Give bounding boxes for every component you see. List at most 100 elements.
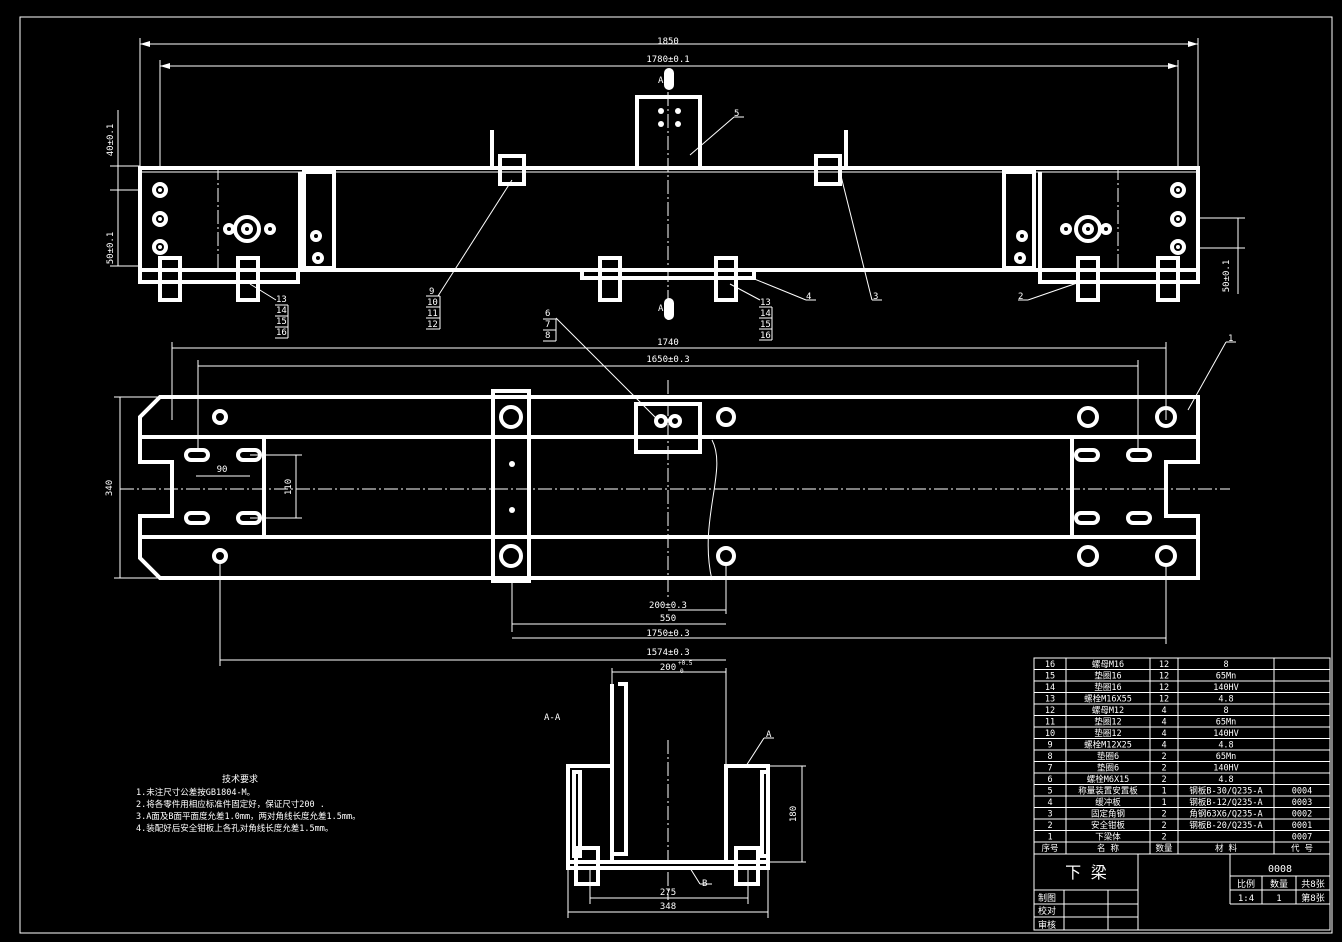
tech-notes-heading: 技术要求 (222, 773, 258, 785)
bom-cell-qty: 2 (1161, 833, 1166, 843)
bom-cell-name: 螺栓M12X25 (1084, 740, 1132, 751)
tech-notes: 技术要求 1.未注尺寸公差按GB1804-M。 2.将各零件用相应标准件固定好，… (136, 773, 361, 834)
bom-cell-mat: 钢板B-20/Q235-A (1189, 820, 1262, 831)
callout-1: 1 (1228, 334, 1233, 344)
bom-cell-qty: 2 (1161, 821, 1166, 831)
dim-1740: 1740 (657, 338, 679, 348)
bom-header-name: 名 称 (1097, 843, 1120, 854)
right-part-stack: 13 14 15 16 (760, 298, 771, 341)
section-mark-bottom: A (658, 304, 664, 314)
bom-cell-qty: 12 (1159, 695, 1169, 705)
bom-cell-no: 13 (1045, 695, 1055, 705)
mark-a: A (766, 730, 772, 740)
sheet-number: 第8张 (1301, 892, 1324, 904)
left-part-stack: 13 14 15 16 (276, 295, 287, 338)
bom-cell-name: 螺栓M16X55 (1084, 694, 1132, 705)
dim-110: 110 (284, 479, 294, 495)
bom-cell-name: 垫圈6 (1097, 763, 1119, 774)
bom-cell-no: 7 (1047, 764, 1052, 774)
svg-text:14: 14 (276, 306, 287, 316)
bom-cell-name: 称量装置安置板 (1078, 786, 1138, 797)
tech-note-1: 1.未注尺寸公差按GB1804-M。 (136, 787, 255, 798)
bom-cell-mat: 角钢63X6/Q235-A (1189, 809, 1262, 820)
dim-1850: 1850 (657, 37, 679, 47)
dim-1574: 1574±0.3 (646, 648, 689, 658)
bom-cell-qty: 12 (1159, 660, 1169, 670)
dim-550: 550 (660, 614, 676, 624)
section-title: A-A (544, 713, 561, 723)
tech-note-2: 2.将各零件用相应标准件固定好，保证尺寸200 . (136, 799, 325, 810)
bom-cell-name: 螺母M12 (1092, 705, 1124, 716)
dim-348: 348 (660, 902, 676, 912)
bom-header-no: 序号 (1041, 843, 1058, 854)
svg-text:13: 13 (760, 298, 771, 308)
bom-cell-qty: 2 (1161, 775, 1166, 785)
bom-cell-no: 8 (1047, 752, 1052, 762)
svg-text:6: 6 (545, 309, 550, 319)
bom-cell-name: 垫圈12 (1094, 717, 1121, 728)
bom-cell-code: 0001 (1292, 821, 1312, 831)
dim-1650: 1650±0.3 (646, 355, 689, 365)
svg-text:15: 15 (760, 320, 771, 330)
bom-cell-no: 11 (1045, 718, 1055, 728)
bom-cell-mat: 8 (1223, 706, 1228, 716)
bom-cell-mat: 65Mn (1216, 752, 1236, 762)
dim-200-plan: 200±0.3 (649, 601, 687, 611)
scale-value: 1:4 (1238, 894, 1254, 904)
bom-cell-name: 垫圈6 (1097, 751, 1119, 762)
bom-cell-no: 5 (1047, 787, 1052, 797)
bom-cell-qty: 1 (1161, 787, 1166, 797)
bom-header-mat: 材 料 (1215, 843, 1238, 854)
dim-50-right: 50±0.1 (1222, 260, 1232, 293)
section-mark-top: A (658, 76, 664, 86)
bom-cell-qty: 2 (1161, 752, 1166, 762)
bom-cell-no: 16 (1045, 660, 1055, 670)
dim-1750: 1750±0.3 (646, 629, 689, 639)
total-sheets: 共8张 (1301, 879, 1324, 890)
drawing-number: 0008 (1268, 864, 1292, 875)
callout-5: 5 (734, 109, 739, 119)
bom-cell-qty: 2 (1161, 764, 1166, 774)
bom-cell-no: 6 (1047, 775, 1052, 785)
plan-view: 1740 1650±0.3 340 90 (105, 309, 1236, 666)
bom-cell-name: 螺栓M6X15 (1087, 774, 1130, 785)
bom-cell-mat: 钢板B-30/Q235-A (1189, 786, 1262, 797)
bom-cell-code: 0003 (1292, 798, 1312, 808)
checked-label: 校对 (1038, 905, 1056, 917)
bom-cell-mat: 4.8 (1218, 741, 1233, 751)
front-view: 1850 1780±0.1 40±0.1 50±0.1 50±0.1 (106, 37, 1245, 341)
bom-cell-no: 4 (1047, 798, 1052, 808)
bom-cell-qty: 12 (1159, 672, 1169, 682)
bom-cell-no: 12 (1045, 706, 1055, 716)
bom-cell-mat: 65Mn (1216, 718, 1236, 728)
dim-180: 180 (789, 806, 799, 822)
bom-header-code: 代 号 (1291, 843, 1313, 854)
bom-cell-no: 10 (1045, 729, 1055, 739)
dim-340: 340 (105, 480, 115, 496)
mark-b: B (702, 879, 707, 889)
bom-cell-name: 缓冲板 (1095, 797, 1121, 808)
callout-12: 12 (427, 320, 438, 330)
callout-9: 9 (429, 287, 434, 297)
qty-value: 1 (1276, 894, 1281, 904)
bom-cell-mat: 65Mn (1216, 672, 1236, 682)
section-view: A-A 200 +0.5 0 180 275 348 A B (544, 660, 806, 918)
bom-header-qty: 数量 (1155, 843, 1173, 854)
callout-2: 2 (1018, 292, 1023, 302)
bom-cell-qty: 1 (1161, 798, 1166, 808)
bom-cell-qty: 4 (1161, 741, 1166, 751)
tol-lower: 0 (680, 668, 684, 675)
bom-cell-name: 安全钳板 (1091, 820, 1126, 831)
callout-10: 10 (427, 298, 438, 308)
bom-cell-code: 0002 (1292, 810, 1312, 820)
svg-text:16: 16 (276, 328, 287, 338)
bom-cell-mat: 140HV (1213, 729, 1239, 739)
bom-cell-no: 9 (1047, 741, 1052, 751)
svg-text:14: 14 (760, 309, 771, 319)
bom-cell-qty: 4 (1161, 718, 1166, 728)
svg-text:16: 16 (760, 331, 771, 341)
bom-cell-name: 垫圈16 (1094, 682, 1121, 693)
bom-cell-code: 0007 (1292, 833, 1312, 843)
